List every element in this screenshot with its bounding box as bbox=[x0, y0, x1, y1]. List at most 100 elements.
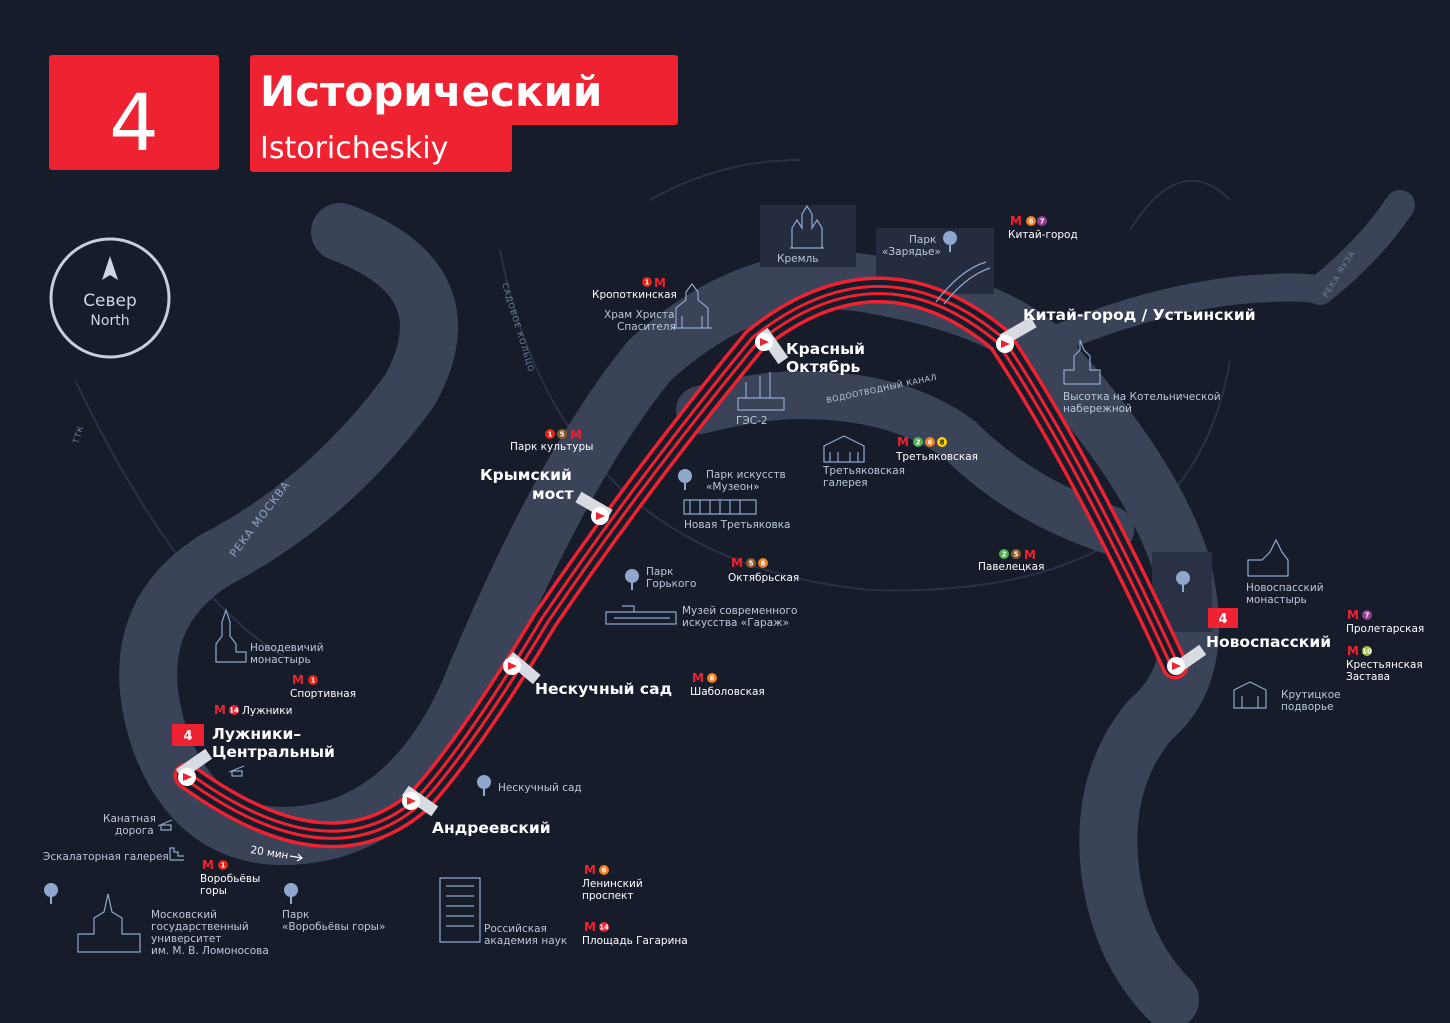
svg-text:Площадь Гагарина: Площадь Гагарина bbox=[582, 935, 688, 947]
duration-label: 20 мин bbox=[250, 844, 290, 862]
svg-text:6: 6 bbox=[602, 867, 607, 875]
pier-kitay[interactable] bbox=[996, 316, 1037, 353]
landmark-gorky-park: Парк Горького bbox=[625, 566, 696, 590]
svg-text:Парк: Парк bbox=[909, 234, 936, 246]
svg-text:мост: мост bbox=[532, 485, 574, 503]
stop-andreevsky: Андреевский bbox=[432, 819, 551, 837]
metro-kitay-gorod: M 6 7 Китай-город bbox=[1008, 214, 1078, 241]
svg-text:6: 6 bbox=[710, 675, 715, 683]
pier-krasny[interactable] bbox=[755, 327, 789, 365]
metro-oktyabrskaya: M 5 6 Октябрьская bbox=[728, 556, 799, 584]
pier-andreevsky[interactable] bbox=[401, 785, 439, 817]
svg-text:дорога: дорога bbox=[115, 825, 154, 837]
svg-text:M: M bbox=[1347, 644, 1359, 658]
svg-text:8: 8 bbox=[940, 439, 945, 447]
svg-text:Парк искусств: Парк искусств bbox=[706, 469, 786, 481]
tree-icon bbox=[284, 883, 298, 904]
svg-text:Воробьёвы: Воробьёвы bbox=[200, 873, 260, 885]
svg-text:M: M bbox=[202, 858, 214, 872]
svg-text:Новоспасский: Новоспасский bbox=[1206, 633, 1331, 651]
svg-text:Новодевичий: Новодевичий bbox=[250, 642, 324, 654]
svg-text:Спасителя: Спасителя bbox=[617, 321, 676, 333]
svg-text:академия наук: академия наук bbox=[484, 935, 567, 947]
svg-text:M: M bbox=[570, 428, 582, 442]
monastery-icon bbox=[215, 608, 247, 663]
landmark-msu: Московский государственный университет и… bbox=[77, 893, 269, 957]
pier-novospassky[interactable] bbox=[1167, 644, 1207, 676]
svg-text:Нескучный сад: Нескучный сад bbox=[498, 782, 582, 794]
svg-text:M: M bbox=[584, 863, 596, 877]
route-line bbox=[173, 276, 1189, 849]
landmark-zaryadye: Парк «Зарядье» bbox=[882, 231, 991, 305]
svg-text:M: M bbox=[897, 435, 909, 449]
landmark-garage: Музей современного искусства «Гараж» bbox=[605, 605, 797, 629]
estate-icon bbox=[1233, 681, 1267, 709]
svg-text:Новая Третьяковка: Новая Третьяковка bbox=[684, 519, 791, 531]
landmark-tretyakovka: Третьяковская галерея bbox=[822, 435, 905, 489]
ttk-label: ТТК bbox=[71, 424, 86, 445]
svg-text:6: 6 bbox=[928, 439, 933, 447]
svg-text:M: M bbox=[1024, 548, 1036, 562]
svg-text:Красный: Красный bbox=[786, 340, 865, 358]
academy-icon bbox=[439, 877, 481, 943]
svg-text:1: 1 bbox=[548, 431, 553, 439]
svg-text:проспект: проспект bbox=[582, 890, 634, 902]
landmark-ges: ГЭС-2 bbox=[736, 372, 785, 427]
pier-luzhniki[interactable] bbox=[175, 748, 213, 786]
pier-neskuchny[interactable] bbox=[503, 651, 541, 685]
svg-text:Север: Север bbox=[83, 291, 137, 311]
svg-text:ГЭС-2: ГЭС-2 bbox=[736, 415, 768, 427]
stop-neskuchny: Нескучный сад bbox=[535, 680, 672, 698]
svg-text:Высотка на Котельнической: Высотка на Котельнической bbox=[1063, 391, 1221, 403]
metro-krestyanskaya: M 10 Крестьянская Застава bbox=[1346, 644, 1423, 683]
svg-text:2: 2 bbox=[1002, 551, 1007, 559]
svg-text:«Зарядье»: «Зарядье» bbox=[882, 246, 941, 258]
metro-kropotkinskaya: 1 M Кропоткинская bbox=[592, 276, 677, 301]
svg-text:Храм Христа: Храм Христа bbox=[604, 309, 675, 321]
svg-text:университет: университет bbox=[151, 933, 222, 945]
svg-text:Парк культуры: Парк культуры bbox=[510, 441, 593, 453]
svg-text:6: 6 bbox=[761, 560, 766, 568]
svg-text:Лужники–: Лужники– bbox=[212, 725, 301, 743]
metro-sportivnaya: M 1 Спортивная bbox=[290, 673, 356, 700]
svg-text:Парк: Парк bbox=[282, 909, 309, 921]
landmark-neskuchny-park: Нескучный сад bbox=[477, 775, 582, 796]
kremlin-block bbox=[760, 205, 856, 267]
svg-text:14: 14 bbox=[599, 924, 609, 932]
landmark-novospassky-mon: Новоспасский монастырь bbox=[1246, 538, 1324, 606]
museum-icon bbox=[823, 435, 865, 463]
cathedral-icon bbox=[790, 204, 824, 249]
svg-text:5: 5 bbox=[560, 431, 565, 439]
svg-text:Московский: Московский bbox=[151, 909, 217, 921]
compass: Север North bbox=[49, 237, 171, 359]
svg-text:6: 6 bbox=[1029, 218, 1034, 226]
landmark-krutitskoe: Крутицкое подворье bbox=[1233, 681, 1341, 713]
monastery-icon bbox=[1247, 538, 1289, 577]
route-number-badge: 4 bbox=[49, 55, 219, 170]
tree-icon bbox=[625, 569, 639, 590]
pier-krymsky[interactable] bbox=[575, 491, 613, 525]
tree-icon bbox=[477, 775, 491, 796]
svg-text:5: 5 bbox=[1014, 551, 1019, 559]
route-title-ru: Исторический bbox=[260, 67, 602, 116]
landmark-kremlin: Кремль bbox=[777, 204, 824, 265]
svg-text:Октябрь: Октябрь bbox=[786, 358, 861, 376]
svg-text:«Воробьёвы горы»: «Воробьёвы горы» bbox=[282, 921, 385, 933]
stop-krymsky: Крымский мост bbox=[480, 466, 574, 503]
landmark-escalator: Эскалаторная галерея bbox=[43, 847, 184, 863]
museum-building-icon bbox=[605, 605, 677, 625]
svg-text:Крымский: Крымский bbox=[480, 466, 572, 484]
cable-car-icon bbox=[157, 819, 173, 831]
route-title: Исторический Istoricheskiy bbox=[250, 55, 678, 172]
metro-gagarina: M 14 Площадь Гагарина bbox=[582, 920, 688, 947]
svg-text:Парк: Парк bbox=[646, 566, 673, 578]
svg-text:набережной: набережной bbox=[1063, 403, 1132, 415]
svg-text:Кропоткинская: Кропоткинская bbox=[592, 289, 677, 301]
svg-text:M: M bbox=[292, 673, 304, 687]
svg-text:государственный: государственный bbox=[151, 921, 249, 933]
svg-text:горы: горы bbox=[200, 885, 227, 897]
svg-text:«Музеон»: «Музеон» bbox=[706, 481, 759, 493]
svg-text:M: M bbox=[1347, 608, 1359, 622]
svg-text:Канатная: Канатная bbox=[103, 813, 156, 825]
metro-shabolovskaya: M 6 Шаболовская bbox=[690, 671, 765, 698]
